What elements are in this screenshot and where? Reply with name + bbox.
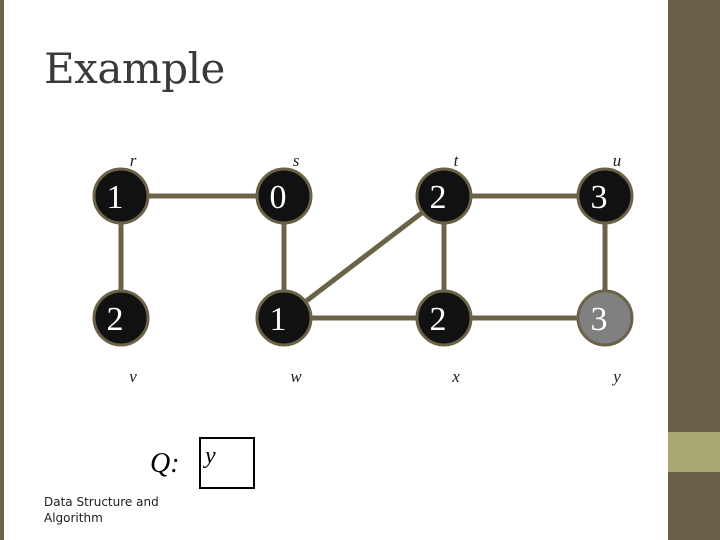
- vertex-s: 0s: [255, 151, 313, 225]
- vertex-distance-t: 2: [430, 179, 447, 216]
- queue-item: y: [205, 443, 216, 469]
- vertex-circle-y: [576, 289, 634, 347]
- vertex-distance-x: 2: [430, 301, 447, 338]
- vertex-circle-u: [576, 167, 634, 225]
- vertex-name-v: v: [129, 367, 137, 386]
- slide-title: Example: [44, 44, 225, 93]
- right-sidebar-accent: [668, 432, 720, 472]
- vertex-name-w: w: [290, 367, 302, 386]
- left-border-decoration: [0, 0, 4, 540]
- vertex-t: 2t: [415, 151, 473, 225]
- vertex-distance-v: 2: [107, 301, 124, 338]
- vertex-distance-u: 3: [591, 179, 608, 216]
- vertex-v: 2v: [92, 289, 150, 386]
- vertex-circle-r: [92, 167, 150, 225]
- vertex-circle-s: [255, 167, 313, 225]
- vertex-name-t: t: [454, 151, 460, 170]
- vertex-distance-r: 1: [107, 179, 124, 216]
- vertex-name-x: x: [451, 367, 460, 386]
- vertex-name-y: y: [611, 367, 621, 386]
- vertex-r: 1r: [92, 151, 150, 225]
- queue-box: y: [199, 437, 255, 489]
- vertex-y: 3y: [576, 289, 634, 386]
- vertex-circle-t: [415, 167, 473, 225]
- vertex-w: 1w: [255, 289, 313, 386]
- vertex-x: 2x: [415, 289, 473, 386]
- vertex-name-u: u: [613, 151, 622, 170]
- queue-label: Q:: [150, 448, 180, 479]
- vertex-name-s: s: [293, 151, 300, 170]
- vertex-u: 3u: [576, 151, 634, 225]
- vertex-distance-w: 1: [270, 301, 287, 338]
- vertex-circle-x: [415, 289, 473, 347]
- vertex-circle-v: [92, 289, 150, 347]
- vertex-distance-y: 3: [591, 301, 608, 338]
- vertex-circle-w: [255, 289, 313, 347]
- edge-w-t: [282, 194, 446, 320]
- footer-text: Data Structure and Algorithm: [44, 495, 159, 525]
- edges-layer: [118, 193, 608, 321]
- vertex-name-r: r: [130, 151, 137, 170]
- vertex-distance-s: 0: [270, 179, 287, 216]
